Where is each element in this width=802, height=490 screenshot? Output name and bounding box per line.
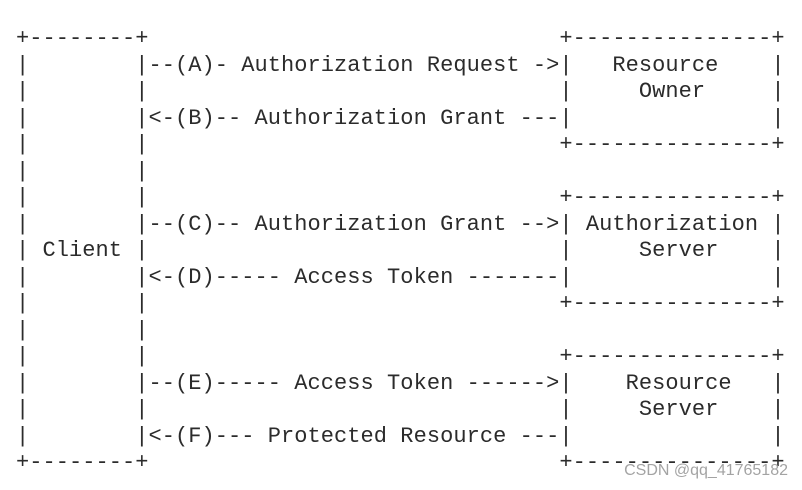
diagram-line: | | <box>16 317 149 343</box>
oauth-flow-ascii-diagram: +--------+ +---------------+| |--(A)- Au… <box>16 26 785 477</box>
diagram-line: | |<-(D)----- Access Token -------| | <box>16 264 785 290</box>
diagram-line: | | +---------------+ <box>16 132 785 157</box>
diagram-line: | | +---------------+ <box>16 185 785 210</box>
diagram-line: | |--(E)----- Access Token ------>| Reso… <box>16 370 785 396</box>
diagram-line: | Client | | Server | <box>16 238 785 263</box>
diagram-line: | | +---------------+ <box>16 291 785 316</box>
watermark-text: CSDN @qq_41765182 <box>624 462 788 479</box>
diagram-line: | |<-(B)-- Authorization Grant ---| | <box>16 105 785 131</box>
diagram-line: +--------+ +---------------+ <box>16 26 785 51</box>
diagram-line: +--------+ +---------------+ <box>16 450 785 475</box>
diagram-line: | |--(A)- Authorization Request ->| Reso… <box>16 52 785 78</box>
diagram-line: | | +---------------+ <box>16 344 785 369</box>
diagram-line: | | | Owner | <box>16 79 785 104</box>
diagram-line: | |<-(F)--- Protected Resource ---| | <box>16 423 785 449</box>
diagram-line: | | | Server | <box>16 397 785 422</box>
diagram-line: | |--(C)-- Authorization Grant -->| Auth… <box>16 211 785 237</box>
diagram-line: | | <box>16 158 149 184</box>
